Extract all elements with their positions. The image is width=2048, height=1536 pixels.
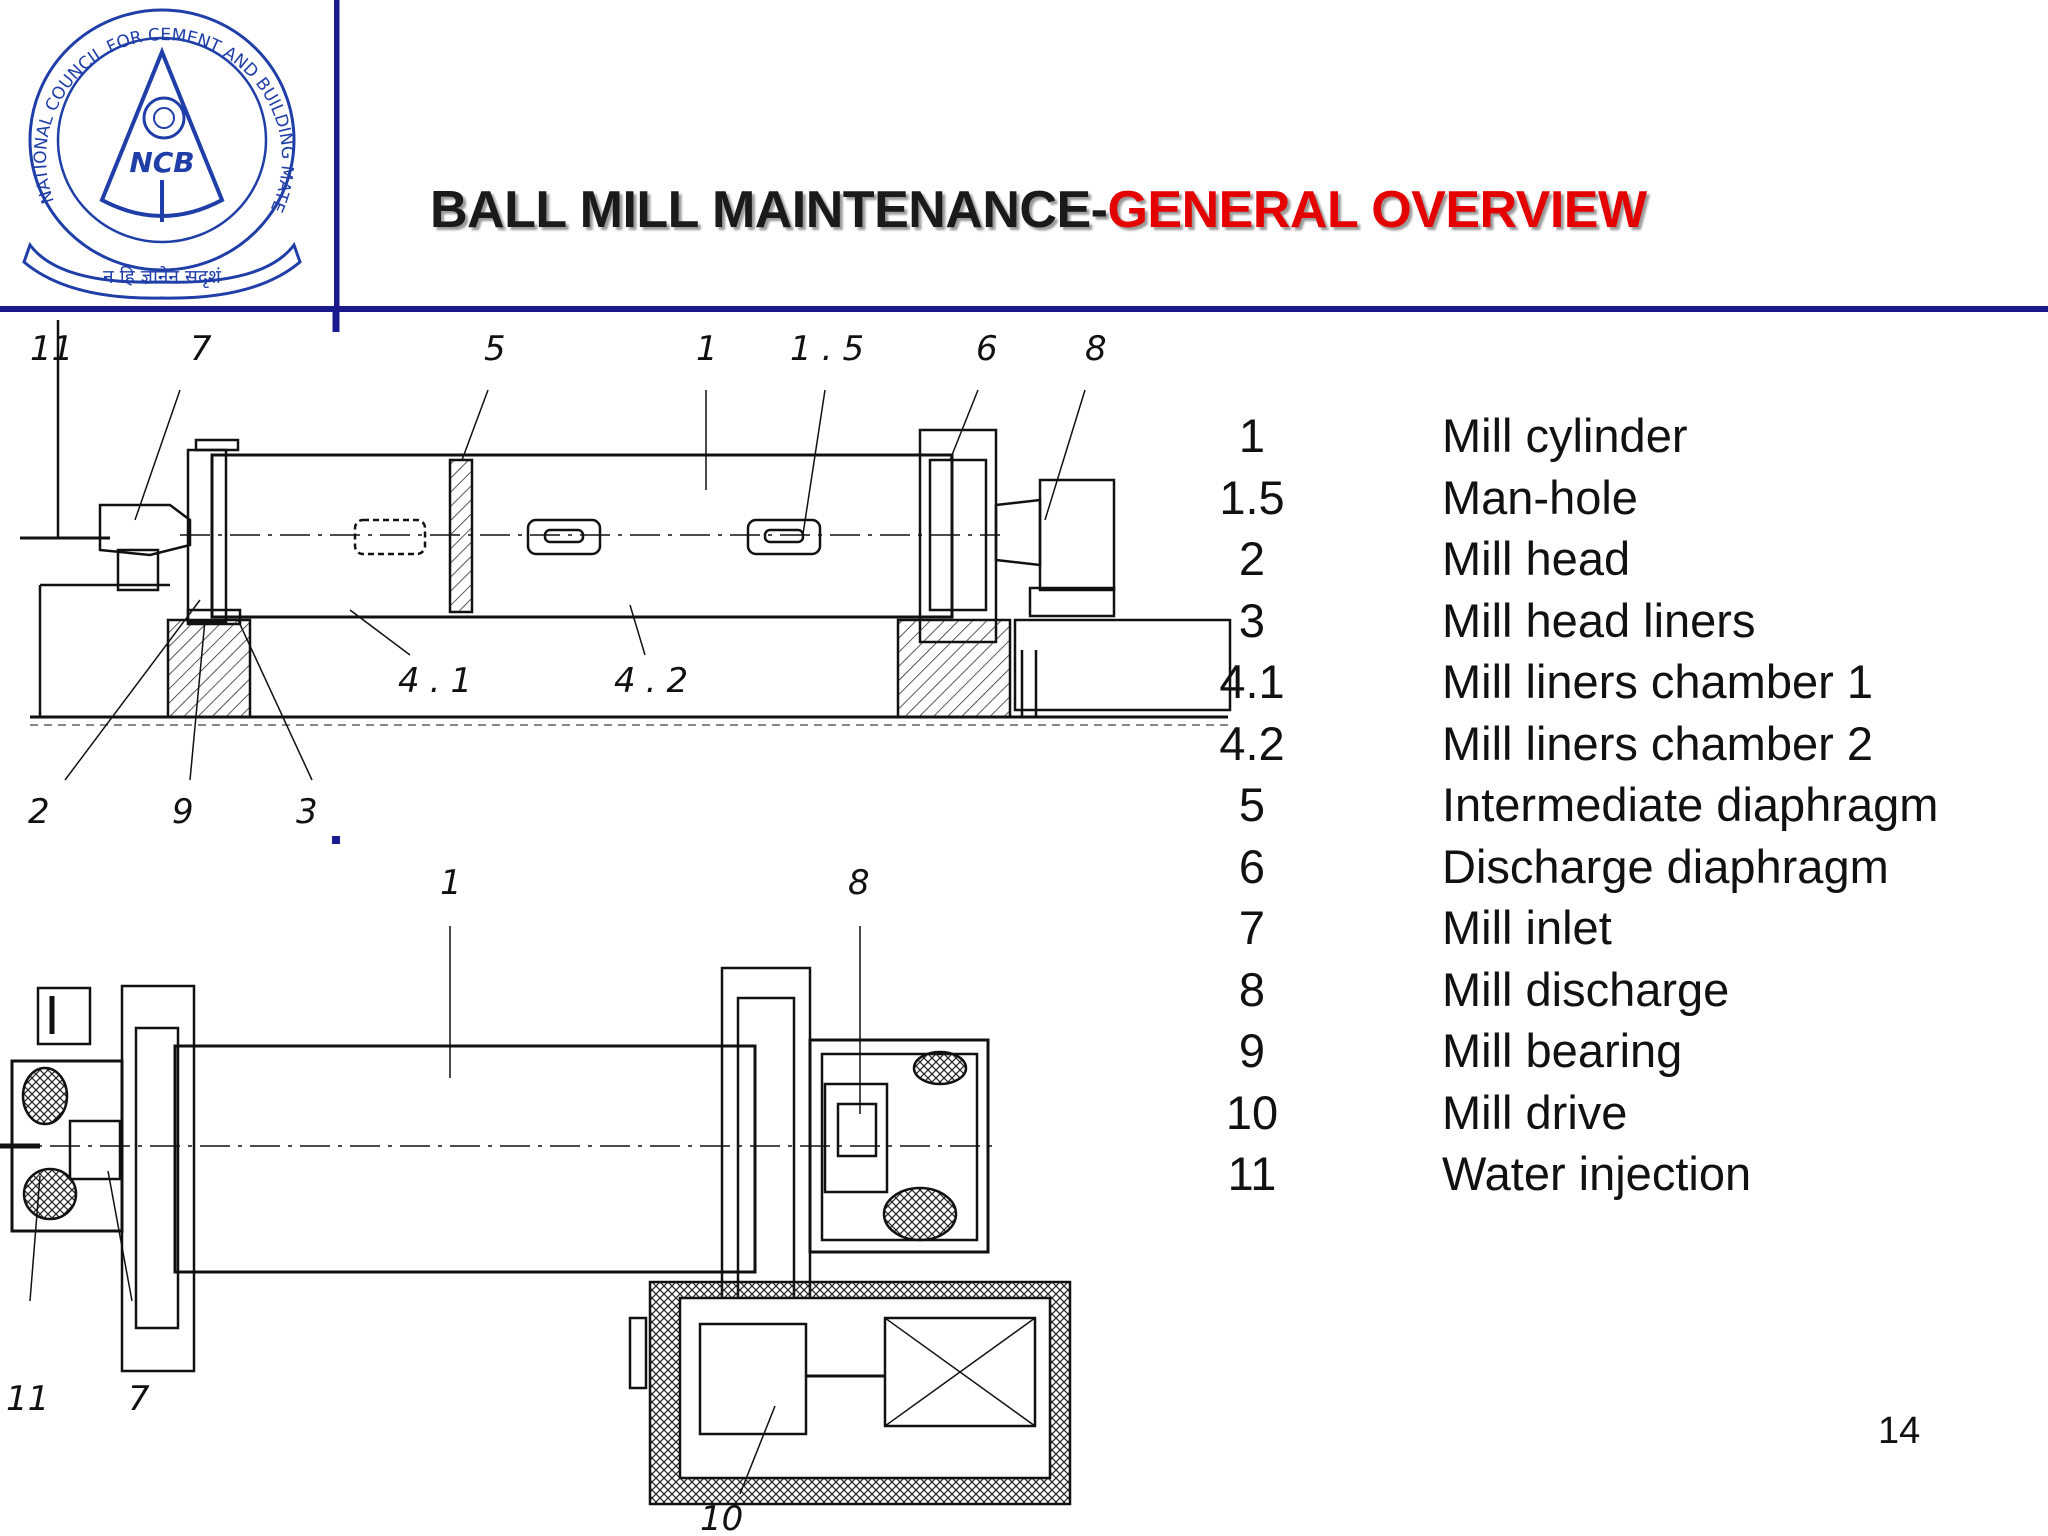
callout-5: 5 — [484, 329, 506, 369]
callout-4-2: 4.2 — [614, 661, 698, 701]
legend-label: Mill discharge — [1442, 962, 1730, 1016]
logo-abbreviation: NCB — [129, 146, 194, 179]
legend-number: 9 — [1238, 1024, 1266, 1077]
page-title: BALL MILL MAINTENANCE-GENERAL OVERVIEW — [430, 180, 1647, 240]
legend-number: 10 — [1225, 1085, 1279, 1139]
callout-2: 2 — [28, 792, 50, 832]
legend-label: Mill drive — [1442, 1085, 1628, 1139]
legend-label: Mill liners chamber 2 — [1442, 716, 1873, 770]
legend-number: 1 — [1238, 409, 1266, 462]
plan-callout-10: 10 — [700, 1499, 743, 1536]
legend-label: Mill head — [1442, 532, 1631, 585]
callout-8: 8 — [1085, 329, 1107, 369]
legend-number: 4.1 — [1219, 655, 1285, 708]
logo-motto: न हि ज्ञानेन सदृशं — [103, 265, 222, 289]
legend-number: 7 — [1238, 901, 1266, 954]
legend-number: 5 — [1238, 778, 1266, 831]
ball-mill-elevation-drawing: 11 7 5 1 1.5 6 8 4.1 4.2 2 9 3 — [20, 320, 1232, 832]
legend-label: Discharge diaphragm — [1442, 839, 1889, 893]
callout-1: 1 — [696, 329, 718, 369]
legend-number: 2 — [1238, 532, 1266, 585]
legend-number: 3 — [1238, 593, 1266, 647]
legend-number: 1.5 — [1219, 470, 1285, 524]
title-part-highlight: GENERAL OVERVIEW — [1107, 181, 1647, 239]
callout-7: 7 — [190, 329, 212, 369]
legend-label: Water injection — [1442, 1147, 1752, 1200]
legend-number: 6 — [1238, 839, 1266, 893]
callout-3: 3 — [296, 792, 318, 832]
callout-1-5: 1.5 — [790, 329, 874, 369]
callout-4-1: 4.1 — [398, 661, 482, 701]
legend-label: Mill liners chamber 1 — [1442, 655, 1873, 708]
plan-callout-8: 8 — [848, 863, 870, 903]
legend-label: Mill bearing — [1442, 1024, 1683, 1077]
plan-callout-11: 11 — [6, 1379, 49, 1419]
legend-label: Mill inlet — [1442, 901, 1612, 954]
plan-callout-7: 7 — [128, 1379, 150, 1419]
legend-label: Mill head liners — [1442, 593, 1756, 647]
ncb-logo: NCB न हि ज्ञानेन सदृशं NATIONAL COUNCIL … — [0, 0, 334, 306]
legend-number: 4.2 — [1219, 716, 1285, 770]
title-part-main: BALL MILL MAINTENANCE- — [430, 181, 1108, 239]
legend-number: 8 — [1238, 962, 1266, 1016]
frame-dot — [332, 836, 340, 844]
page-number: 14 — [1878, 1410, 1921, 1452]
legend-label: Intermediate diaphragm — [1442, 778, 1939, 831]
callout-6: 6 — [976, 329, 998, 369]
ball-mill-plan-drawing: 1 8 11 7 10 — [0, 863, 1072, 1536]
legend-label: Man-hole — [1442, 470, 1638, 524]
legend-label: Mill cylinder — [1442, 409, 1688, 462]
legend-number: 11 — [1227, 1147, 1277, 1200]
plan-callout-1: 1 — [440, 863, 462, 903]
callout-11: 11 — [30, 329, 73, 369]
callout-9: 9 — [172, 792, 194, 832]
